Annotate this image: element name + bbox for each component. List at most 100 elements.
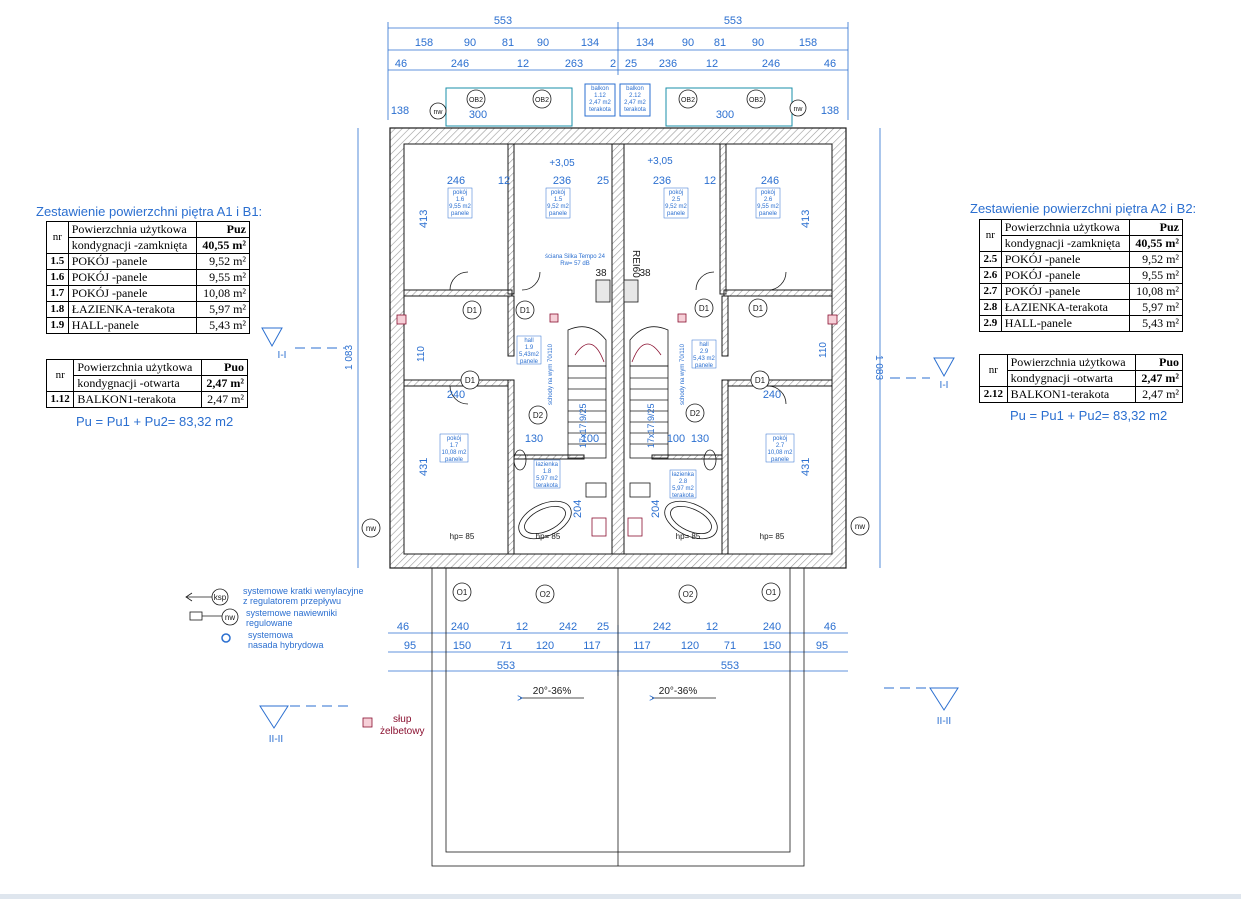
svg-text:240: 240 (763, 389, 781, 401)
svg-text:46: 46 (397, 621, 409, 633)
dim-top3: 46 (395, 58, 407, 70)
svg-text:balkon: balkon (591, 86, 609, 92)
svg-text:D1: D1 (520, 306, 531, 315)
dim-top2: 81 (502, 37, 514, 49)
svg-text:12: 12 (704, 175, 716, 187)
svg-text:2.8: 2.8 (679, 479, 688, 485)
col-nr: nr (46, 221, 69, 254)
roof-outline (431, 567, 805, 867)
svg-text:D1: D1 (753, 304, 764, 313)
wall-note: Rw= 57 dB (560, 261, 590, 267)
bathroom-fixtures (513, 449, 718, 540)
top-dimension-chains (387, 22, 849, 120)
svg-text:5,97 m2: 5,97 m2 (536, 476, 558, 482)
rotated-labels: REI60 413 413 431 431 204 204 110 110 17… (416, 210, 829, 518)
nw-side-markers: nw nw (361, 516, 870, 538)
dim-top2: 158 (799, 37, 817, 49)
stairs-right (629, 326, 669, 459)
svg-text:1 083: 1 083 (344, 345, 355, 370)
svg-text:O1: O1 (457, 588, 468, 597)
svg-text:204: 204 (572, 500, 584, 518)
window-markers-top: OB2 OB2 OB2 OB2 nw nw (429, 89, 807, 120)
ob2-marker: OB2 (749, 97, 763, 104)
svg-text:D2: D2 (690, 409, 701, 418)
svg-text:95: 95 (404, 640, 416, 652)
svg-text:431: 431 (418, 458, 430, 476)
svg-text:hall: hall (524, 338, 533, 344)
balconies (445, 83, 793, 127)
svg-text:O2: O2 (540, 590, 551, 599)
svg-text:240: 240 (447, 389, 465, 401)
svg-text:9,55 m2: 9,55 m2 (449, 204, 471, 210)
dim-top-total-left: 553 (494, 15, 512, 27)
svg-text:120: 120 (681, 640, 699, 652)
col-desc: Powierzchnia użytkowa (67, 221, 198, 238)
dim-top3: 12 (706, 58, 718, 70)
column-icon (362, 717, 373, 728)
stairs-left (567, 326, 607, 459)
top-dimension-text: 553 553 158 90 81 90 134 134 90 81 90 15… (391, 15, 839, 121)
svg-text:O2: O2 (683, 590, 694, 599)
svg-text:2.9: 2.9 (700, 349, 709, 355)
col-area: Puz (196, 221, 250, 238)
svg-text:553: 553 (721, 660, 739, 672)
ksp-icon: ksp (214, 593, 227, 602)
bottom-dimension-text: 46 240 12 242 25 242 12 240 46 95 150 71… (397, 621, 836, 672)
nw-marker: nw (794, 106, 804, 113)
right-panel-title: Zestawienie powierzchni piętra A2 i B2: (970, 201, 1197, 216)
svg-text:240: 240 (763, 621, 781, 633)
svg-text:117: 117 (583, 640, 601, 652)
svg-text:łazienka: łazienka (536, 462, 559, 468)
ducts (595, 279, 639, 303)
svg-text:100: 100 (667, 433, 685, 445)
dim-top-total-right: 553 (724, 15, 742, 27)
svg-text:2.12: 2.12 (629, 93, 641, 99)
svg-text:71: 71 (500, 640, 512, 652)
balcony-labels: balkon 1.12 2,47 m2 terakota balkon 2.12… (589, 86, 646, 113)
svg-text:hall: hall (699, 342, 708, 348)
svg-text:nw: nw (855, 522, 865, 531)
svg-text:100: 100 (581, 433, 599, 445)
dim-top-side: 138 (821, 105, 839, 117)
svg-text:balkon: balkon (626, 86, 644, 92)
svg-text:schody na wym 70/110: schody na wym 70/110 (680, 343, 686, 405)
dim-top3: 46 (824, 58, 836, 70)
total-area: 40,55 m² (196, 237, 250, 254)
svg-text:2.6: 2.6 (764, 197, 773, 203)
svg-text:1.8: 1.8 (543, 469, 552, 475)
nasada-icon (221, 633, 231, 643)
svg-text:431: 431 (800, 458, 812, 476)
svg-text:pokój: pokój (551, 190, 565, 196)
svg-text:2,47 m2: 2,47 m2 (589, 100, 611, 106)
svg-text:12: 12 (706, 621, 718, 633)
svg-text:5,43 m2: 5,43 m2 (693, 356, 715, 362)
svg-text:pokój: pokój (773, 436, 787, 442)
svg-text:240: 240 (451, 621, 469, 633)
side-dimensions (357, 128, 881, 568)
svg-text:panele: panele (771, 457, 790, 463)
door-markers: D1 D1 D1 D1 D1 D1 D2 D2 (460, 298, 770, 425)
svg-text:117: 117 (633, 640, 651, 652)
ob2-marker: OB2 (469, 97, 483, 104)
dim-top3: 246 (451, 58, 469, 70)
side-total-text: 1 083 1 083 (344, 345, 884, 381)
svg-text:95: 95 (816, 640, 828, 652)
columns (396, 313, 838, 325)
svg-text:20°-36%: 20°-36% (659, 686, 698, 697)
svg-text:pokój: pokój (761, 190, 775, 196)
svg-text:17x17,9/25: 17x17,9/25 (578, 403, 588, 448)
svg-text:120: 120 (536, 640, 554, 652)
svg-text:panele: panele (451, 211, 470, 217)
